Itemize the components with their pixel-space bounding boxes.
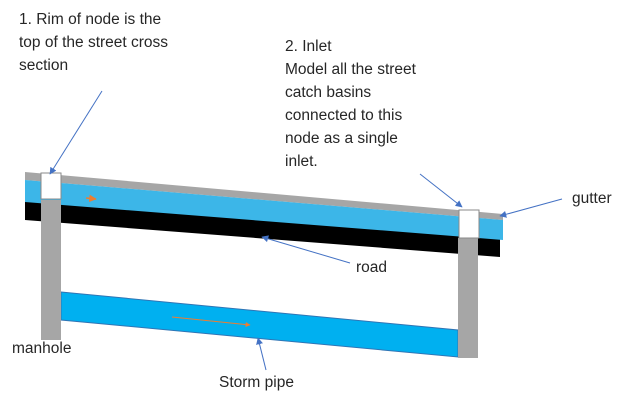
street-water-layer [25, 180, 503, 240]
road-label: road [356, 259, 388, 276]
inlet-note: 2. Inlet Model all the street catch basi… [285, 35, 416, 173]
rim-note-line: section [19, 57, 69, 74]
inlet-note-line: catch basins [285, 84, 372, 101]
inlet-note-line: inlet. [285, 153, 318, 170]
inlet-note-line: node as a single [285, 130, 398, 147]
rim-box [40, 172, 62, 200]
right-manhole [458, 238, 478, 358]
manhole-label: manhole [12, 340, 72, 357]
rim-note: 1. Rim of node is the top of the street … [19, 8, 168, 77]
rim-leader-line [49, 90, 103, 175]
street-flow-arrow [85, 194, 97, 203]
road-leader-line [261, 235, 351, 264]
street-surface [25, 172, 503, 220]
storm-pipe-leader-line [256, 337, 267, 371]
rim-note-line: top of the street cross [19, 34, 169, 51]
gutter-leader-line [499, 198, 563, 218]
inlet-note-line: 2. Inlet [285, 38, 332, 55]
gutter-label: gutter [572, 190, 612, 207]
inlet-box [458, 209, 480, 239]
left-manhole [41, 200, 61, 340]
rim-note-line: 1. Rim of node is the [19, 11, 162, 28]
inlet-note-line: Model all the street [285, 61, 416, 78]
storm-pipe-label: Storm pipe [219, 374, 294, 391]
inlet-leader-line [419, 173, 463, 208]
storm-pipe [60, 291, 459, 358]
inlet-note-line: connected to this [285, 107, 403, 124]
pipe-flow-arrow [171, 316, 251, 328]
